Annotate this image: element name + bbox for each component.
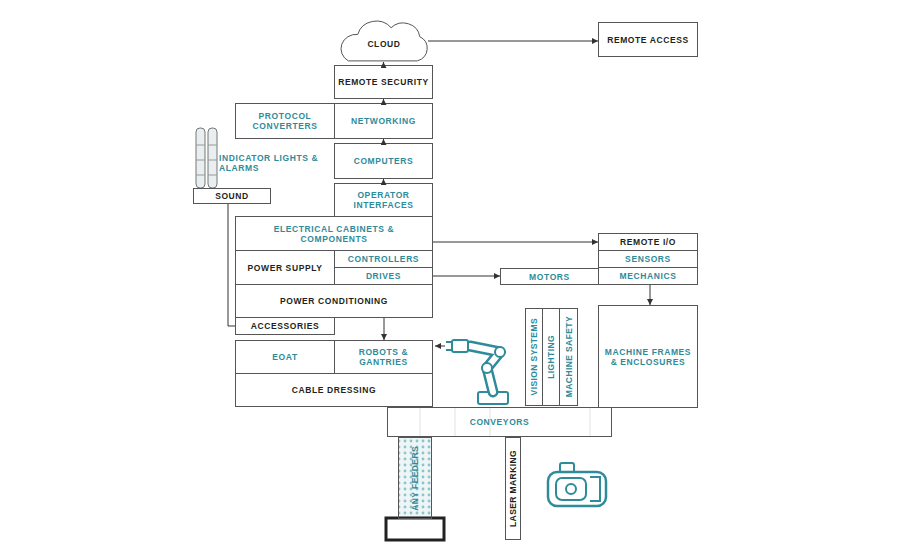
- cloud-path: [341, 21, 427, 61]
- node-label: MOTORS: [529, 272, 570, 282]
- node-label: REMOTE I/O: [620, 237, 676, 247]
- process-box: COMPUTERS: [334, 143, 433, 179]
- robot-illustration: [435, 340, 508, 404]
- node-label: SENSORS: [625, 254, 671, 264]
- process-box: CABLE DRESSING: [235, 373, 433, 407]
- process-box: POWER CONDITIONING: [235, 284, 433, 318]
- node-label: PROTOCOL CONVERTERS: [239, 111, 331, 131]
- node-label: CLOUD: [367, 39, 400, 49]
- process-box: CONVEYORS: [387, 407, 612, 437]
- node-label: DRIVES: [366, 271, 401, 281]
- feeder-fill: [399, 438, 431, 518]
- light-column: [196, 128, 205, 188]
- node-label: COMPUTERS: [354, 156, 414, 166]
- vertical-box: ANY FEEDERS: [398, 437, 432, 519]
- node-label: LIGHTING: [546, 335, 556, 379]
- node-label: REMOTE ACCESS: [607, 35, 689, 45]
- vertical-box: MACHINE SAFETY: [559, 308, 578, 406]
- node-label: MACHINE FRAMES & ENCLOSURES: [602, 347, 694, 367]
- process-box: ROBOTS & GANTRIES: [334, 340, 433, 374]
- node-label: REMOTE SECURITY: [338, 77, 429, 87]
- node-label: ANY FEEDERS: [410, 446, 420, 511]
- process-box: SENSORS: [598, 250, 698, 268]
- agv-bumper: [590, 477, 600, 501]
- connector-arrow: [433, 276, 500, 277]
- indicator-tower: [196, 128, 217, 188]
- process-box: PROTOCOL CONVERTERS: [235, 103, 335, 139]
- node-label: NETWORKING: [351, 116, 416, 126]
- node-label: CABLE DRESSING: [292, 385, 376, 395]
- robot-gripper: [452, 340, 468, 352]
- node-label: EOAT: [272, 352, 297, 362]
- node-label: ELECTRICAL CABINETS & COMPONENTS: [239, 224, 429, 244]
- process-box: REMOTE ACCESS: [598, 22, 698, 57]
- node-label: CONVEYORS: [470, 417, 530, 427]
- vertical-box: LASER MARKING: [505, 437, 521, 540]
- node-label: POWER SUPPLY: [248, 263, 323, 273]
- connector-arrow: [384, 318, 385, 340]
- connector-line: [228, 204, 235, 326]
- node-label: CONTROLLERS: [348, 254, 419, 264]
- process-box: NETWORKING: [334, 103, 433, 139]
- feeder-base: [386, 518, 444, 540]
- agv-deck: [556, 478, 586, 500]
- process-box: SOUND: [193, 188, 271, 204]
- robot-joint: [482, 363, 492, 373]
- pointer-arrow: [435, 346, 445, 347]
- process-box: ELECTRICAL CABINETS & COMPONENTS: [235, 216, 433, 251]
- node-label: OPERATOR INTERFACES: [338, 190, 429, 210]
- process-box: CONTROLLERS: [334, 250, 433, 268]
- node-label: ROBOTS & GANTRIES: [338, 347, 429, 367]
- process-box: DRIVES: [334, 267, 433, 285]
- process-box: REMOTE I/O: [598, 233, 698, 251]
- process-box: MOTORS: [500, 268, 599, 285]
- conveyor-roller: [420, 408, 590, 436]
- feeder-parts: [399, 438, 431, 518]
- connector-arrow: [433, 242, 598, 243]
- process-box: OPERATOR INTERFACES: [334, 183, 433, 217]
- robot-joint: [495, 347, 505, 357]
- node-label: POWER CONDITIONING: [280, 296, 388, 306]
- connector-arrow: [650, 285, 651, 305]
- process-box: POWER SUPPLY: [235, 250, 335, 285]
- agv-hub: [566, 484, 576, 494]
- vertical-box: LIGHTING: [542, 308, 560, 406]
- gripper-finger: [446, 342, 452, 350]
- agv-illustration: [548, 463, 606, 506]
- vertical-box: VISION SYSTEMS: [525, 308, 543, 406]
- node-label: VISION SYSTEMS: [529, 318, 539, 395]
- light-segment-line: [196, 145, 217, 175]
- process-box: EOAT: [235, 340, 335, 374]
- node-label: MECHANICS: [620, 271, 677, 281]
- process-box: REMOTE SECURITY: [334, 65, 433, 99]
- process-box: ACCESSORIES: [235, 317, 335, 335]
- node-label: SOUND: [215, 191, 249, 201]
- light-column: [208, 128, 217, 188]
- node-label: LASER MARKING: [508, 450, 518, 527]
- annotation-label: INDICATOR LIGHTS & ALARMS: [219, 153, 319, 173]
- node-label: ACCESSORIES: [251, 321, 319, 331]
- cloud-shape: CLOUD: [340, 20, 428, 62]
- agv-body: [548, 472, 606, 506]
- process-box: MECHANICS: [598, 267, 698, 285]
- process-box: MACHINE FRAMES & ENCLOSURES: [598, 305, 698, 408]
- node-label: MACHINE SAFETY: [564, 316, 574, 397]
- connector-arrow: [428, 41, 598, 42]
